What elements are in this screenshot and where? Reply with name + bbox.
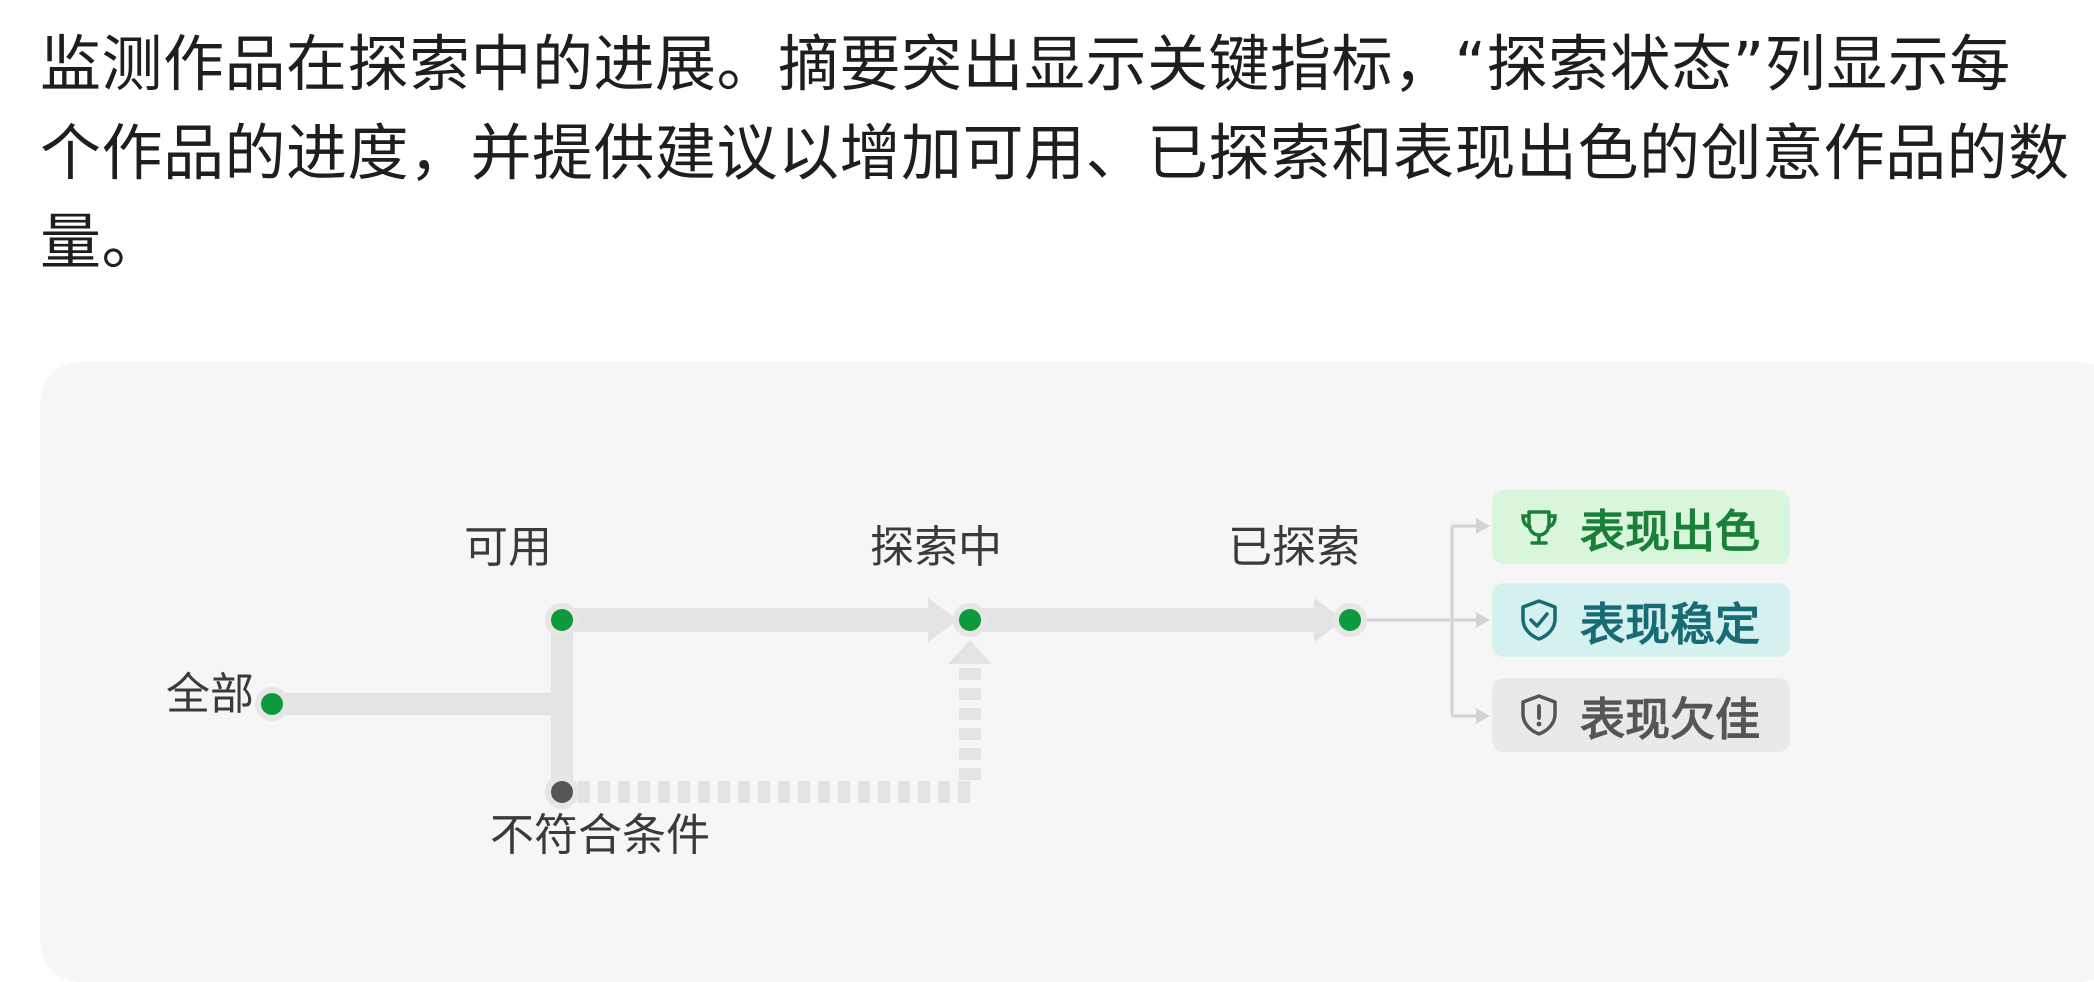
connector-arrow-stable bbox=[1476, 612, 1490, 628]
node-ineligible-dot bbox=[551, 781, 573, 803]
description-text: 监测作品在探索中的进展。摘要突出显示关键指标，“探索状态”列显示每个作品的进度，… bbox=[40, 29, 2070, 278]
node-label-all: 全部 bbox=[166, 669, 254, 720]
flow-tracks bbox=[261, 598, 1344, 803]
arrow-available-to-exploring bbox=[928, 598, 958, 642]
arrow-exploring-to-explored bbox=[1314, 598, 1344, 642]
outcome-connectors bbox=[1350, 518, 1490, 724]
status-flow-panel bbox=[40, 362, 2094, 982]
node-label-exploring: 探索中 bbox=[870, 522, 1002, 573]
shield-check-icon bbox=[1516, 597, 1562, 643]
node-explored-dot bbox=[1339, 609, 1361, 631]
node-label-ineligible: 不符合条件 bbox=[490, 810, 710, 861]
status-flow-diagram bbox=[255, 518, 1490, 809]
trophy-icon bbox=[1516, 504, 1562, 550]
connector-arrow-excellent bbox=[1476, 518, 1490, 534]
node-exploring-dot bbox=[959, 609, 981, 631]
outcome-badge-excellent: 表现出色 bbox=[1492, 490, 1790, 564]
shield-alert-icon bbox=[1516, 692, 1562, 738]
node-available-dot bbox=[551, 609, 573, 631]
connector-arrow-poor bbox=[1476, 708, 1490, 724]
node-label-explored: 已探索 bbox=[1228, 522, 1360, 573]
outcome-label-excellent: 表现出色 bbox=[1580, 504, 1761, 558]
outcome-label-stable: 表现稳定 bbox=[1580, 597, 1761, 651]
arrow-ineligible-to-exploring bbox=[948, 640, 992, 664]
node-label-available: 可用 bbox=[464, 522, 552, 573]
outcome-label-poor: 表现欠佳 bbox=[1580, 692, 1761, 746]
outcome-badge-poor: 表现欠佳 bbox=[1492, 678, 1790, 752]
node-all-dot bbox=[261, 693, 283, 715]
flow-nodes bbox=[255, 603, 1367, 809]
outcome-badge-stable: 表现稳定 bbox=[1492, 583, 1790, 657]
